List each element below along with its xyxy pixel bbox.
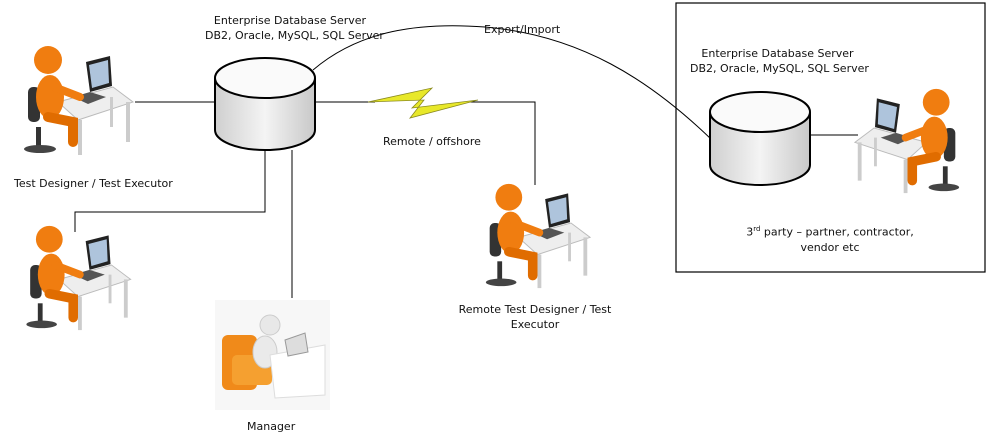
lightning-bolt-icon — [367, 87, 479, 119]
test-executor-person-icon — [26, 226, 130, 330]
third-party-label: 3rd party – partner, contractor, vendor … — [720, 222, 940, 255]
remote-tester-line1: Remote Test Designer / Test — [458, 303, 612, 316]
remote-tester-line2: Executor — [510, 318, 560, 331]
third-party-person-icon — [855, 89, 959, 193]
remote-offshore-label: Remote / offshore — [383, 135, 481, 148]
export-import-curve — [312, 25, 713, 141]
third-party-line2: vendor etc — [800, 240, 860, 254]
export-import-label: Export/Import — [484, 23, 561, 36]
manager-label: Manager — [247, 420, 296, 433]
test-designer-person-icon — [24, 46, 133, 155]
left-db-vendors: DB2, Oracle, MySQL, SQL Server — [205, 29, 384, 42]
database-icon — [214, 57, 316, 151]
test-designer-label: Test Designer / Test Executor — [14, 177, 173, 190]
third-party-ordinal-suffix: rd — [753, 225, 761, 233]
database-icon — [709, 91, 811, 186]
link-db-tester2 — [74, 150, 266, 232]
remote-tester-person-icon — [486, 184, 590, 288]
third-party-ordinal: 3 — [746, 225, 754, 239]
right-db-label: Enterprise Database Server DB2, Oracle, … — [690, 46, 869, 76]
third-party-line1: party – partner, contractor, — [760, 225, 914, 239]
link-remote-tester — [465, 101, 536, 185]
third-party-box — [675, 2, 986, 273]
manager-icon — [215, 300, 330, 410]
left-db-title: Enterprise Database Server — [213, 14, 367, 27]
left-db-label: Enterprise Database Server DB2, Oracle, … — [205, 13, 384, 43]
remote-tester-label: Remote Test Designer / Test Executor — [455, 302, 615, 332]
right-db-title: Enterprise Database Server — [701, 47, 854, 60]
right-db-vendors: DB2, Oracle, MySQL, SQL Server — [690, 62, 869, 75]
